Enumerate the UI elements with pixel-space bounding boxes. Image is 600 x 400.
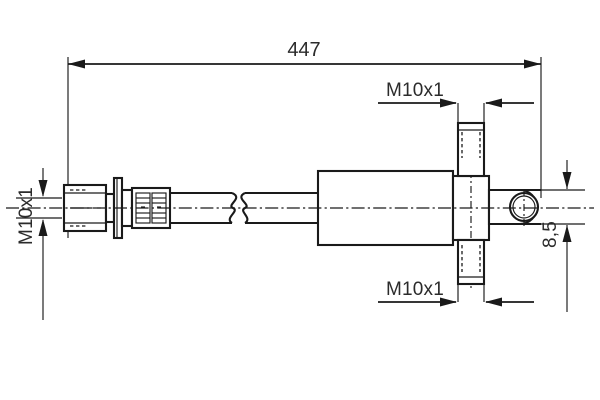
dimension-lower-thread: M10x1 — [378, 279, 534, 307]
dim-label-447: 447 — [287, 39, 320, 61]
arrowhead-left-thread-down — [38, 180, 48, 197]
dim-label-left-thread: M10x1 — [16, 187, 37, 245]
dim-label-eye-thickness: 8,5 — [540, 221, 561, 248]
arrowhead-left-447 — [68, 59, 85, 69]
arrowhead-upper-thread-right — [485, 98, 502, 108]
dimension-upper-thread: M10x1 — [378, 80, 534, 108]
arrowhead-lower-thread-left — [440, 297, 457, 307]
dimension-eye-thickness: 8,5 — [510, 160, 585, 312]
dim-label-lower-thread: M10x1 — [386, 279, 444, 300]
arrowhead-lower-thread-right — [485, 297, 502, 307]
upper-stud-fill — [458, 123, 484, 176]
arrowhead-right-447 — [524, 59, 541, 69]
dimension-overall-length: 447 — [67, 39, 542, 238]
component-lower-stud — [456, 238, 486, 302]
dim-label-upper-thread: M10x1 — [386, 80, 444, 101]
component-banjo-eye — [487, 188, 541, 226]
arrowhead-left-thread-up — [38, 219, 48, 236]
dimension-left-thread: M10x1 — [16, 168, 62, 320]
arrowhead-eye-down — [562, 172, 572, 189]
upper-stud-outline — [456, 121, 486, 178]
arrowhead-eye-up — [562, 225, 572, 242]
lower-stud-outline — [456, 238, 486, 286]
component-upper-stud — [456, 103, 486, 178]
arrowhead-upper-thread-left — [440, 98, 457, 108]
